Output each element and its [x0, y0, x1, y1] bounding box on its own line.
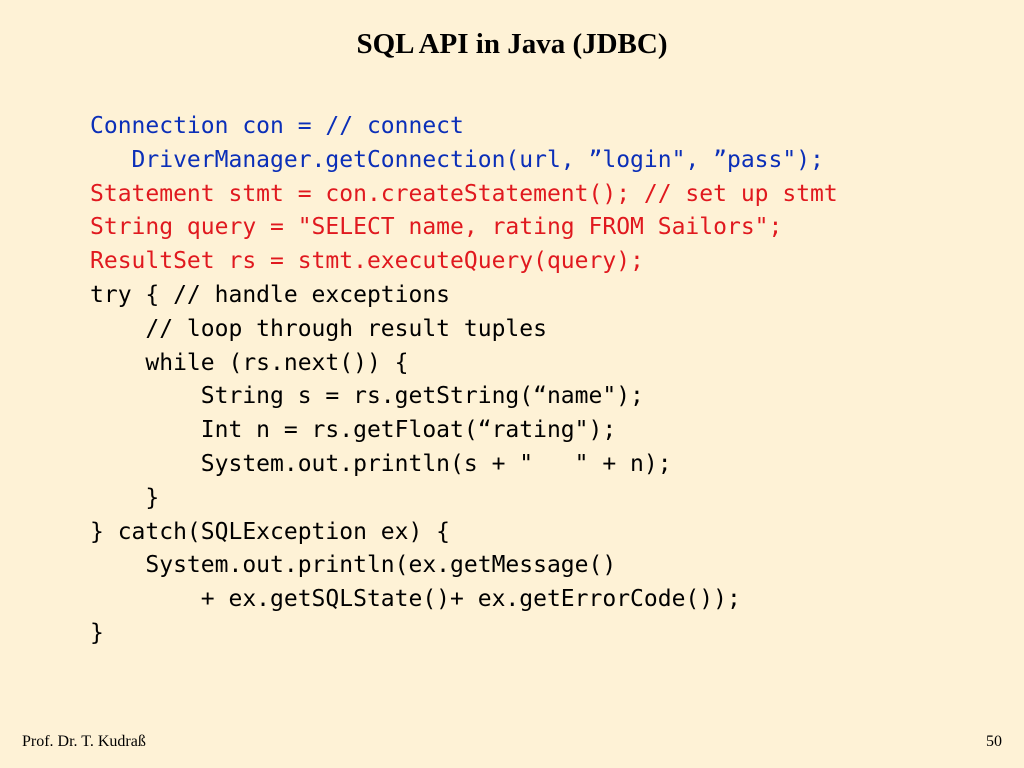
code-line: }	[90, 484, 160, 511]
page-number: 50	[986, 733, 1002, 750]
code-line: try { // handle exceptions	[90, 281, 451, 308]
code-line: String query = "SELECT name, rating FROM…	[90, 214, 783, 241]
code-line: System.out.println(ex.getMessage()	[90, 552, 617, 579]
code-line: while (rs.next()) {	[90, 349, 409, 376]
code-line: // loop through result tuples	[90, 315, 547, 342]
footer-author: Prof. Dr. T. Kudraß	[22, 733, 146, 750]
code-line: + ex.getSQLState()+ ex.getErrorCode());	[90, 586, 741, 613]
code-line: DriverManager.getConnection(url, ”login"…	[90, 146, 824, 173]
code-line: } catch(SQLException ex) {	[90, 518, 451, 545]
code-block: Connection con = // connect DriverManage…	[90, 110, 990, 651]
code-line: ResultSet rs = stmt.executeQuery(query);	[90, 248, 644, 275]
code-line: }	[90, 619, 104, 646]
slide-title: SQL API in Java (JDBC)	[356, 28, 668, 60]
code-line: Int n = rs.getFloat(“rating");	[90, 417, 617, 444]
code-line: String s = rs.getString(“name");	[90, 383, 644, 410]
code-line: Statement stmt = con.createStatement(); …	[90, 180, 838, 207]
code-line: System.out.println(s + " " + n);	[90, 450, 672, 477]
code-line: Connection con = // connect	[90, 113, 464, 139]
